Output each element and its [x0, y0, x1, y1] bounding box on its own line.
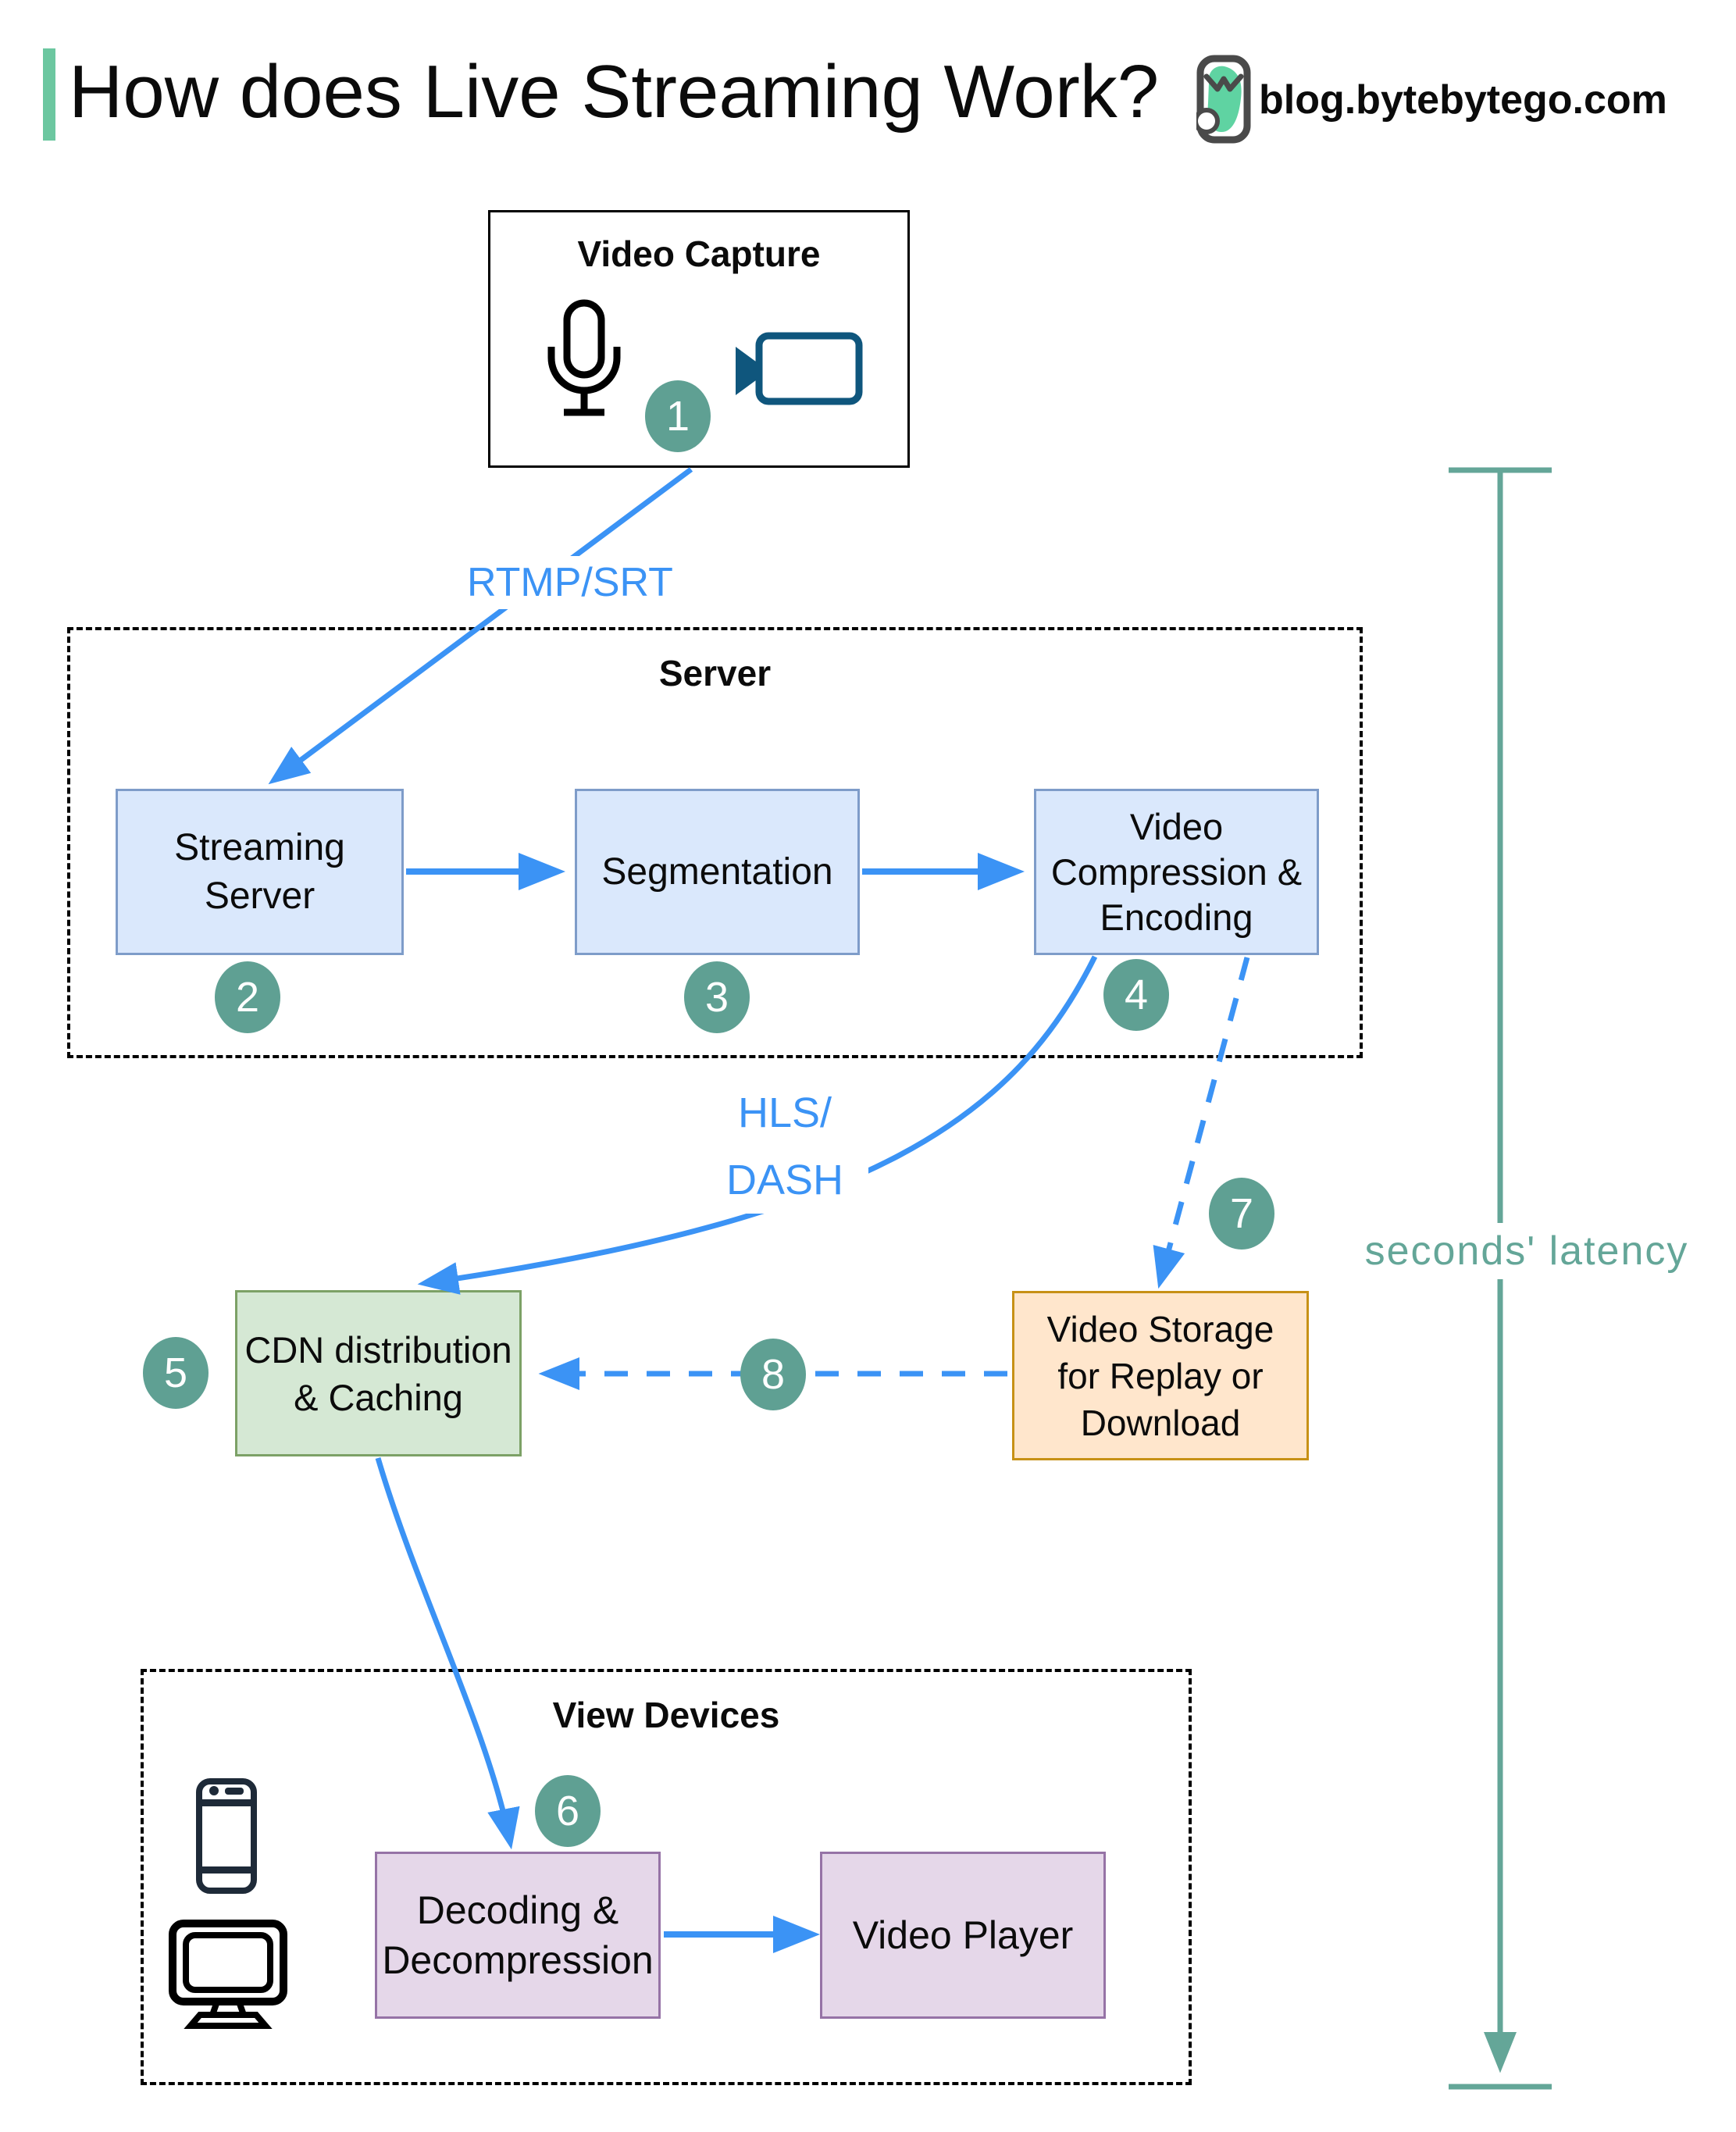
- step-badge-6: 6: [535, 1775, 601, 1847]
- cdn-box: CDN distribution & Caching: [235, 1290, 522, 1456]
- video-storage-label: Video Storage: [1046, 1308, 1274, 1349]
- site-label: blog.bytebytego.com: [1259, 77, 1667, 123]
- page-title: How does Live Streaming Work?: [69, 50, 1160, 134]
- rtmp-srt-label: RTMP/SRT: [459, 556, 681, 609]
- title-accent-bar: [43, 48, 55, 141]
- segmentation-box: Segmentation: [575, 789, 860, 955]
- segmentation-label: Segmentation: [601, 850, 833, 893]
- step-badge-2: 2: [215, 961, 280, 1033]
- decoding-box: Decoding & Decompression: [375, 1852, 661, 2019]
- video-player-label: Video Player: [852, 1913, 1074, 1957]
- smartphone-icon: [195, 1777, 258, 1898]
- seconds-latency-label: seconds' latency: [1363, 1223, 1691, 1279]
- server-title: Server: [658, 653, 772, 693]
- streaming-server-box: Streaming Server: [116, 789, 404, 955]
- step-badge-5: 5: [143, 1337, 209, 1409]
- decoding-label: Decoding &: [416, 1888, 619, 1932]
- video-compression-box: Video Compression & Encoding: [1034, 789, 1319, 955]
- step-badge-8: 8: [740, 1339, 806, 1410]
- view-devices-container: View Devices: [141, 1669, 1192, 2085]
- video-camera-icon: [733, 331, 864, 410]
- step-badge-4: 4: [1103, 959, 1169, 1031]
- video-compression-label: Video: [1129, 805, 1224, 847]
- video-storage-box: Video Storage for Replay or Download: [1012, 1291, 1309, 1460]
- microphone-icon: [545, 298, 623, 427]
- bytebytego-logo-icon: [1193, 55, 1251, 148]
- step-badge-3: 3: [684, 961, 750, 1033]
- cdn-label: CDN distribution: [244, 1328, 512, 1371]
- step-badge-1: 1: [645, 380, 711, 452]
- desktop-monitor-icon: [169, 1920, 287, 2034]
- video-player-box: Video Player: [820, 1852, 1106, 2019]
- step-badge-7: 7: [1209, 1178, 1274, 1250]
- view-devices-title: View Devices: [552, 1695, 780, 1735]
- video-capture-title: Video Capture: [577, 234, 821, 274]
- streaming-server-label: Streaming: [174, 826, 345, 868]
- hls-dash-label: HLS/ DASH: [701, 1079, 868, 1214]
